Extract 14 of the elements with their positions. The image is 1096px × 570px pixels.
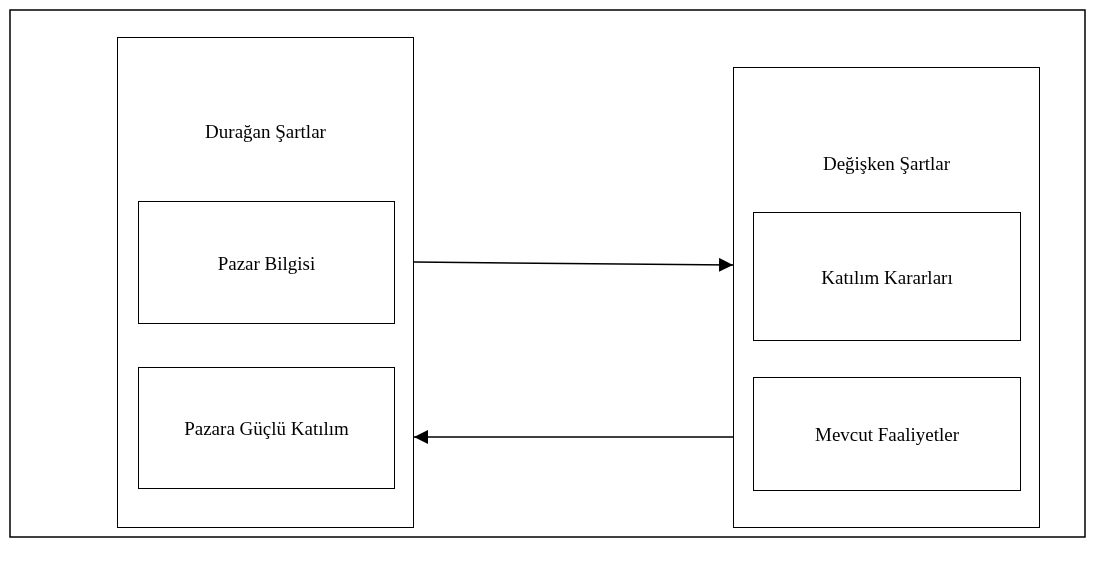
box-label: Katılım Kararları	[820, 265, 954, 289]
arrow	[413, 430, 734, 444]
process-box	[138, 367, 395, 489]
box-label: Değişken Şartlar	[821, 152, 952, 176]
process-box	[753, 212, 1021, 341]
group-box	[117, 37, 414, 528]
process-box	[753, 377, 1021, 491]
process-box	[138, 201, 395, 324]
box-label: Mevcut Faaliyetler	[814, 422, 960, 447]
group-box	[733, 67, 1040, 528]
arrow	[413, 257, 734, 272]
box-label: Durağan Şartlar	[204, 120, 327, 144]
box-label: Pazara Güçlü Katılım	[183, 416, 350, 441]
box-label: Pazar Bilgisi	[216, 251, 317, 276]
